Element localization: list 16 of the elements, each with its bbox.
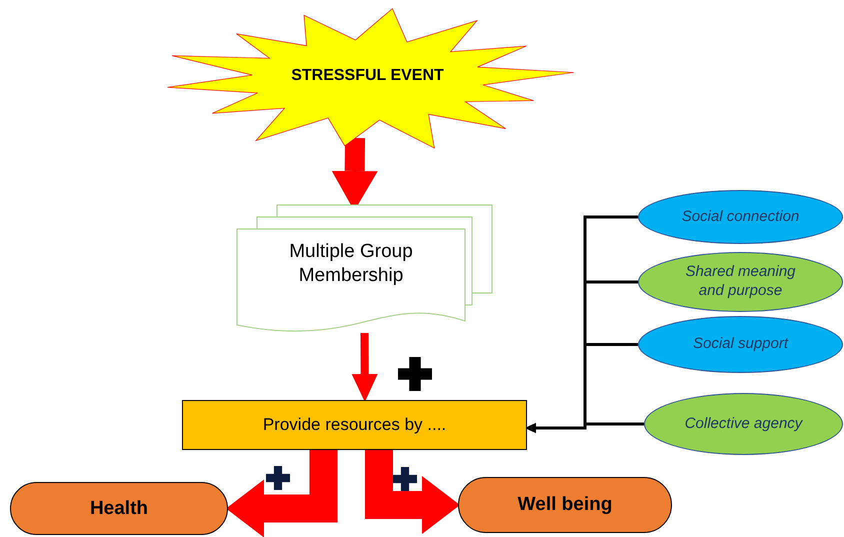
arrow (226, 450, 338, 537)
node-text: Well being (518, 493, 612, 517)
arrow (525, 422, 644, 433)
node-text: Social connection (682, 208, 800, 226)
node-text: Provide resources by .... (262, 414, 446, 436)
node-text: Collective agency (684, 414, 802, 434)
arrow (352, 332, 378, 402)
node-text: STRESSFUL EVENT (291, 66, 444, 86)
outcome-pill (10, 482, 228, 535)
arrow (365, 450, 460, 534)
node-text: Multiple Group Membership (288, 240, 414, 288)
node-text: Health (90, 496, 148, 520)
node-text: Social support (692, 335, 788, 354)
node-text: Shared meaning and purpose (684, 263, 797, 301)
process-box (182, 400, 527, 450)
document-stack (237, 205, 492, 333)
